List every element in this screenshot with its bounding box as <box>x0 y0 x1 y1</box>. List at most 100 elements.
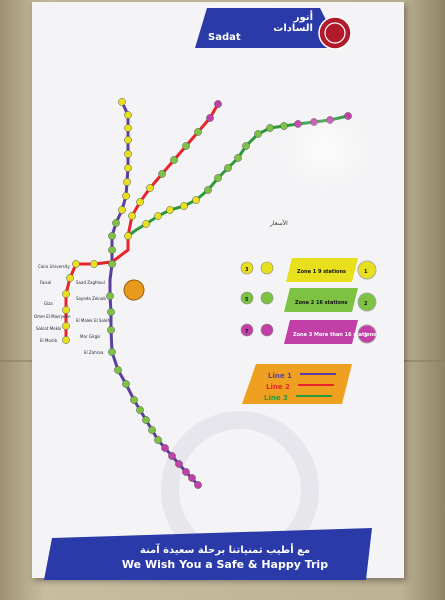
station-dot <box>66 274 74 282</box>
station-dot <box>124 232 132 240</box>
zone-3-single-price-icon <box>240 323 254 337</box>
station-dot <box>182 468 190 476</box>
station-label: Sakiat Mekki <box>36 326 61 331</box>
station-dot <box>192 196 200 204</box>
station-dot <box>242 142 250 150</box>
station-label: Saad Zaghloul <box>76 280 105 285</box>
station-label: Giza <box>44 301 53 306</box>
line-2-label: Line 2 <box>266 383 290 391</box>
station-dot <box>170 156 178 164</box>
station-dot <box>112 219 120 227</box>
zone-2-banner <box>284 288 358 312</box>
station-dot <box>122 380 130 388</box>
header-banner <box>195 8 340 48</box>
station-dot <box>148 426 156 434</box>
station-dot <box>136 406 144 414</box>
footer-message-english: We Wish You a Safe & Happy Trip <box>121 558 329 571</box>
zone-3-label: Zone 3 More than 16 stations <box>293 332 376 338</box>
line-1-swatch <box>300 373 336 375</box>
station-dot <box>118 206 126 214</box>
zone-2-return-price-icon <box>260 291 274 305</box>
station-dot <box>175 460 183 468</box>
station-dot <box>206 114 214 122</box>
station-dot <box>90 260 98 268</box>
station-dot <box>62 336 70 344</box>
station-label: El Malek El Saleh <box>76 318 110 323</box>
station-dot <box>180 202 188 210</box>
metro-logo-icon <box>318 16 352 50</box>
station-dot <box>124 150 132 158</box>
station-dot <box>123 178 131 186</box>
station-label: El Zahraa <box>84 350 104 355</box>
station-dot <box>194 481 202 489</box>
station-dot <box>108 260 116 268</box>
line-3-swatch <box>296 395 332 397</box>
zone-2-label: Zone 2 16 stations <box>295 300 348 306</box>
station-dot <box>142 220 150 228</box>
footer-banner <box>44 528 372 580</box>
station-dot <box>62 290 70 298</box>
zone-2-number: 2 <box>364 301 368 307</box>
station-dot <box>224 164 232 172</box>
station-dot <box>108 232 116 240</box>
station-dot <box>142 416 150 424</box>
line-2-swatch <box>298 384 334 386</box>
line-legend-panel <box>242 364 352 404</box>
station-label: El Monib <box>40 338 57 343</box>
zone-1-number: 1 <box>364 269 368 275</box>
station-dot <box>234 154 242 162</box>
station-label: Omm El Masryeen <box>34 314 71 319</box>
station-dot <box>166 206 174 214</box>
zone-2-badge <box>357 292 377 312</box>
station-label: Sayeda Zeinab <box>76 296 106 301</box>
station-dot <box>106 292 114 300</box>
station-label: Faisal <box>40 280 51 285</box>
station-dot <box>146 184 154 192</box>
station-dot <box>108 348 116 356</box>
station-label: Mar Girgis <box>80 334 100 339</box>
station-dot <box>107 326 115 334</box>
zone-1-label: Zone 1 9 stations <box>297 269 346 275</box>
sadat-station-marker <box>123 279 145 301</box>
prices-title: الأسعار <box>270 220 288 227</box>
zone-2-single-price-icon <box>240 291 254 305</box>
station-dot <box>107 308 115 316</box>
station-name-arabic: أنور السادات <box>273 12 313 34</box>
station-dot <box>124 136 132 144</box>
station-label: Cairo University <box>38 264 70 269</box>
station-dot <box>182 142 190 150</box>
station-dot <box>161 444 169 452</box>
station-dot <box>124 111 132 119</box>
station-dot <box>122 192 130 200</box>
station-dot <box>114 366 122 374</box>
station-dot <box>214 100 222 108</box>
line-3-label: Line 3 <box>264 394 288 402</box>
footer-message-arabic: مع أطيب تمنياتنا برحلة سعيدة آمنة <box>139 545 311 556</box>
station-dot <box>128 212 136 220</box>
station-dot <box>266 124 274 132</box>
station-dot <box>62 306 70 314</box>
station-dot <box>214 174 222 182</box>
station-name-english: Sadat <box>208 32 241 43</box>
zone-3-price: 7 <box>245 329 249 335</box>
zone-3-badge <box>357 324 377 344</box>
zone-1-price: 3 <box>245 267 249 273</box>
station-dot <box>124 124 132 132</box>
station-dot <box>254 130 262 138</box>
zone-1-return-price-icon <box>260 261 274 275</box>
zone-2-price: 5 <box>245 297 249 303</box>
line-2-route <box>64 103 220 340</box>
station-dot <box>168 452 176 460</box>
station-dot <box>108 246 116 254</box>
zone-3-banner <box>284 320 358 344</box>
zone-1-single-price-icon <box>240 261 254 275</box>
station-dot <box>194 128 202 136</box>
station-dot <box>136 198 144 206</box>
station-dot <box>154 212 162 220</box>
station-dot <box>118 98 126 106</box>
station-dot <box>158 170 166 178</box>
light-glare <box>280 110 370 190</box>
zone-1-badge <box>357 260 377 280</box>
zone-1-banner <box>286 258 358 282</box>
station-dot <box>62 322 70 330</box>
